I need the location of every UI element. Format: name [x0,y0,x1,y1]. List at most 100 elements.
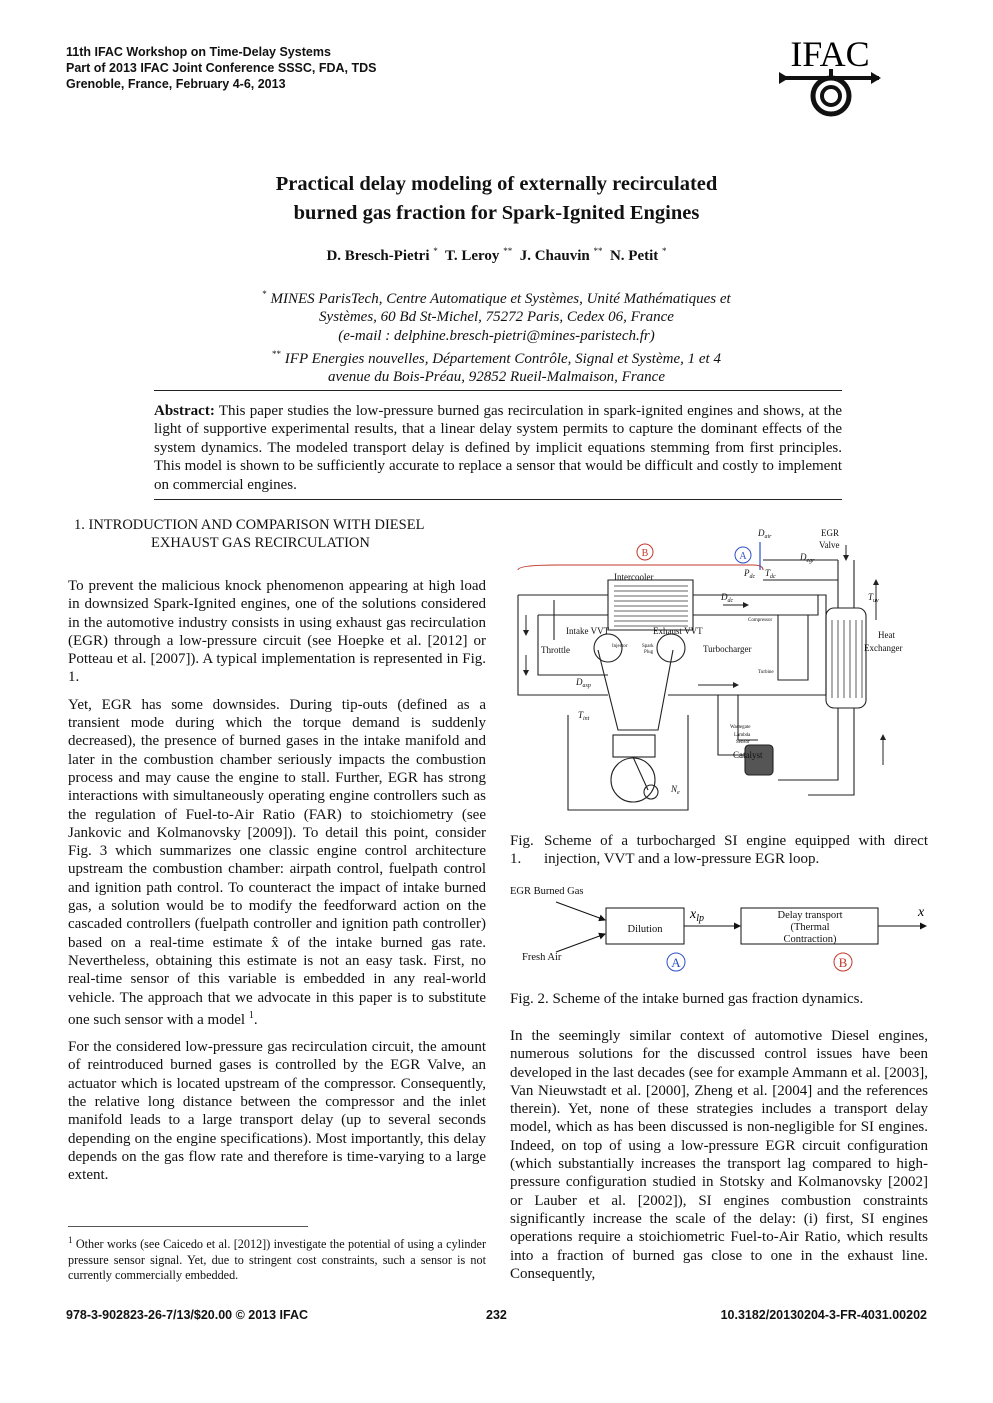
marker-b: B [642,548,649,559]
label-catalyst: Catalyst [733,750,763,760]
block-delay-line-3: Contraction) [783,934,837,945]
crankshaft [610,757,656,803]
label-heat-2: Exchanger [864,643,902,653]
label-d-dc: Ddc [720,592,734,604]
label-heat-1: Heat [878,630,895,640]
bracket-b [517,564,764,571]
intercooler-fins [614,585,688,627]
section-heading-line-1: 1. INTRODUCTION AND COMPARISON WITH DIES… [74,517,425,533]
block-delay-line-2: (Thermal [790,922,829,933]
label-egr-1: EGR [821,528,839,538]
label-t-uv: Tuv [868,592,879,604]
abstract: Abstract: This paper studies the low-pre… [154,402,842,494]
ifac-logo: IFAC [775,34,885,122]
label-t-dc: Tdc [765,568,776,580]
abstract-bottom-rule [154,499,842,500]
footer-page-number: 232 [486,1308,507,1322]
label-d-air: Dair [757,528,772,540]
author-list: D. Bresch-Pietri * T. Leroy ** J. Chauvi… [150,246,843,265]
footnote-text: Other works (see Caicedo et al. [2012]) … [68,1237,486,1283]
label-turbocharger: Turbocharger [703,644,752,654]
label-wastegate: Wastegate [730,725,751,730]
catalyst-body [744,744,774,776]
header-line-3: Grenoble, France, February 4-6, 2013 [66,77,286,91]
block-dilution: Dilution [627,924,663,935]
paragraph: Yet, EGR has some downsides. During tip-… [68,696,486,1028]
figure-2-caption: Fig. 2. Scheme of the intake burned gas … [510,991,864,1007]
figure-2-block-diagram: EGR Burned Gas Fresh Air Dilution Delay … [508,880,928,980]
footer-isbn: 978-3-902823-26-7/13/$20.00 © 2013 IFAC [66,1308,309,1322]
footnote-mark: 1 [68,1235,73,1245]
intake-valve [593,633,623,663]
footnote-ref[interactable]: 1 [248,1009,254,1021]
author-mark: ** [503,246,513,256]
input-fresh-air: Fresh Air [522,952,562,963]
marker-b-circle [636,543,654,561]
label-spark-2: Plug [644,650,654,655]
author-name: D. Bresch-Pietri [326,248,430,264]
affiliations: * MINES ParisTech, Centre Automatique et… [150,285,843,386]
label-lambda-2: Sensor [736,740,750,745]
section-heading: 1. INTRODUCTION AND COMPARISON WITH DIES… [66,516,486,552]
abstract-text: This paper studies the low-pressure burn… [154,403,842,493]
intercooler-body [607,579,694,631]
block-delay-line-1: Delay transport [777,910,842,921]
title-line-2: burned gas fraction for Spark-Ignited En… [293,202,700,224]
paragraph: For the considered low-pressure gas reci… [68,1039,486,1184]
label-intercooler: Intercooler [614,572,653,582]
abstract-label: Abstract: [154,403,215,419]
heat-exchanger-fins [831,620,863,698]
ifac-logo-text: IFAC [790,36,869,74]
footnote-rule [68,1226,308,1227]
label-t-int: Tint [578,710,590,722]
author-mark: ** [593,246,603,256]
label-n-e: Ne [670,784,680,796]
affiliation-line: Systèmes, 60 Bd St-Michel, 75272 Paris, … [319,309,674,326]
marker-a: A [739,551,747,562]
header-line-1: 11th IFAC Workshop on Time-Delay Systems [66,45,331,59]
marker-a: A [671,955,681,970]
paragraph: To prevent the malicious knock phenomeno… [68,578,486,686]
caption-label: Fig. 1. [510,833,534,868]
label-egr-2: Valve [819,540,840,550]
author-mark: * [662,246,667,256]
paragraph: In the seemingly similar context of auto… [510,1028,928,1282]
conference-header: 11th IFAC Workshop on Time-Delay Systems… [66,44,376,92]
label-p-dc: Pdc [743,568,756,580]
left-column-text: To prevent the malicious knock phenomeno… [68,577,486,1194]
author-name: J. Chauvin [519,248,590,264]
title-line-1: Practical delay modeling of externally r… [275,173,718,195]
label-d-asp: Dasp [575,677,591,689]
input-egr: EGR Burned Gas [510,886,584,897]
label-exhaust-vvt: Exhaust VVT [653,626,703,636]
affiliation-line: * MINES ParisTech, Centre Automatique et… [262,289,731,307]
label-turbine: Turbine [758,670,774,675]
header-line-2: Part of 2013 IFAC Joint Conference SSSC,… [66,61,377,75]
footnote: 1 Other works (see Caicedo et al. [2012]… [68,1233,486,1284]
figure-1-engine-scheme: B A Intercooler Intake VVT Exhaust VVT T… [508,520,928,825]
signal-x-lp: xlp [689,907,704,924]
affiliation-line: avenue du Bois-Préau, 92852 Rueil-Malmai… [327,369,665,386]
caption-text: Scheme of a turbocharged SI engine equip… [544,833,928,868]
label-spark-1: Spark [642,644,654,649]
right-column-text: In the seemingly similar context of auto… [510,1027,928,1292]
paper-title: Practical delay modeling of externally r… [150,170,843,228]
affiliation-line: ** IFP Energies nouvelles, Département C… [272,348,721,367]
affiliation-email: (e-mail : delphine.bresch-pietri@mines-p… [338,327,655,344]
label-lambda-1: Lambda [734,733,751,738]
label-throttle: Throttle [541,645,570,655]
label-injector: Injector [612,644,628,649]
footer-doi[interactable]: 10.3182/20130204-3-FR-4031.00202 [720,1308,927,1322]
abstract-top-rule [154,390,842,391]
marker-b: B [839,955,848,970]
label-intake-vvt: Intake VVT [566,626,610,636]
section-heading-line-2: EXHAUST GAS RECIRCULATION [151,535,370,551]
label-compressor: Compressor [748,618,773,623]
heat-exchanger-body [825,607,867,709]
exhaust-valve [656,633,686,663]
figure-1-caption: Fig. 1. Scheme of a turbocharged SI engi… [510,832,928,869]
author-name: T. Leroy [444,248,500,264]
author-name: N. Petit [609,248,659,264]
author-mark: * [433,246,438,256]
output-x: x [917,905,925,920]
